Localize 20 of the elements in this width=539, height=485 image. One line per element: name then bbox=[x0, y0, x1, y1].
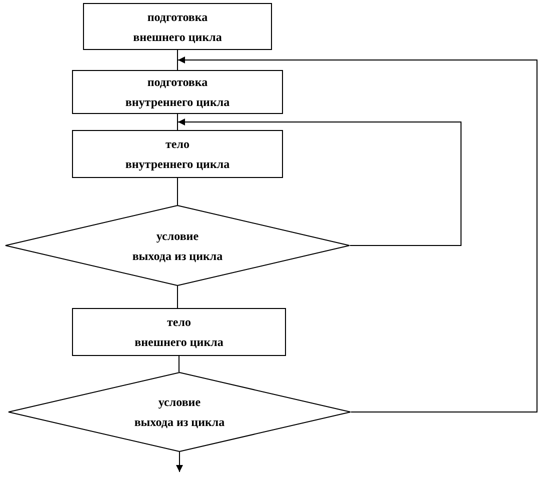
connector-line bbox=[177, 50, 178, 70]
decision-diamond bbox=[5, 205, 350, 286]
step-text: тело внутреннего цикла bbox=[125, 136, 230, 173]
process-box bbox=[72, 308, 286, 356]
condition-text: условие выхода из цикла bbox=[132, 228, 223, 264]
condition-text: условие выхода из цикла bbox=[134, 394, 225, 431]
connector-line bbox=[177, 178, 178, 206]
process-box bbox=[72, 130, 283, 178]
arrow bbox=[178, 56, 538, 412]
connector-line bbox=[178, 356, 180, 372]
arrow bbox=[176, 452, 183, 472]
step-text: подготовка внешнего цикла bbox=[133, 8, 222, 46]
connector-line bbox=[177, 114, 178, 130]
connector-line bbox=[177, 286, 178, 308]
arrow bbox=[178, 118, 462, 246]
step-text: тело внешнего цикла bbox=[134, 314, 224, 351]
decision-diamond bbox=[8, 372, 351, 452]
process-box bbox=[72, 70, 283, 114]
process-box bbox=[83, 3, 272, 50]
step-text: подготовка внутреннего цикла bbox=[125, 74, 230, 111]
